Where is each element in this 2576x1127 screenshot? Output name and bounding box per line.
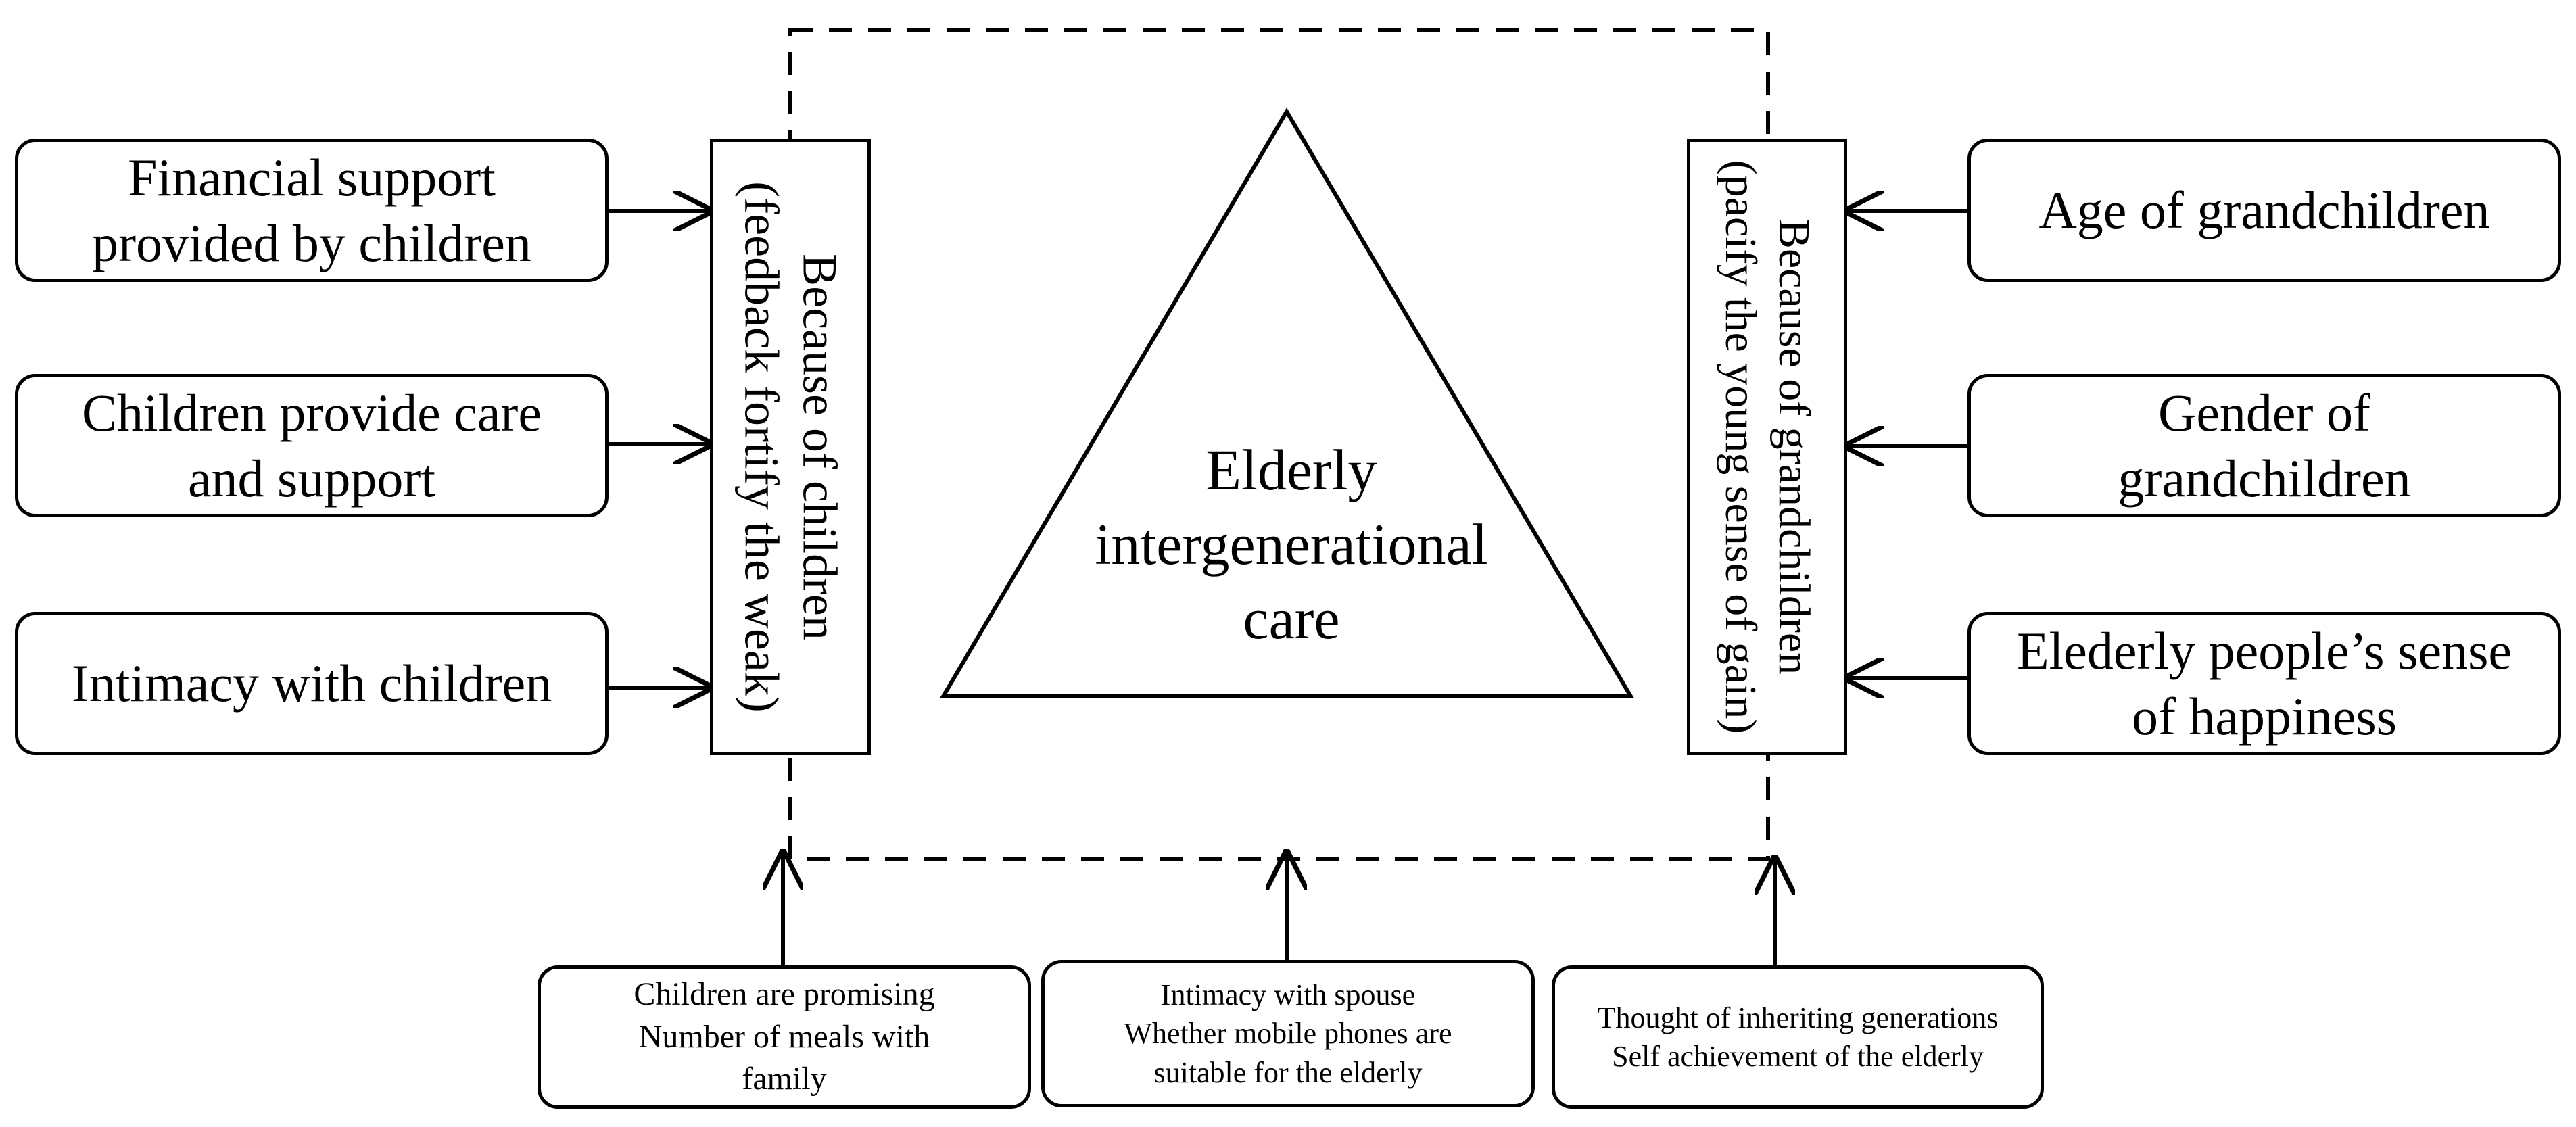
bottom-factor-spouse-phone: Intimacy with spouse Whether mobile phon…	[1041, 960, 1535, 1107]
right-factor-age: Age of grandchildren	[1967, 139, 2561, 282]
left-factor-label: Financial support provided by children	[92, 147, 531, 273]
left-factor-intimacy: Intimacy with children	[15, 612, 609, 755]
center-label: Elderly intergenerational care	[1095, 437, 1488, 652]
right-factor-happiness: Elederly people’s sense of happiness	[1967, 612, 2561, 755]
right-factor-label: Elederly people’s sense of happiness	[2016, 621, 2512, 746]
left-cause-box: Because of children (feedback fortify th…	[710, 139, 871, 755]
left-factor-label: Intimacy with children	[71, 654, 552, 713]
right-factor-label: Gender of grandchildren	[2118, 383, 2411, 508]
right-factor-gender: Gender of grandchildren	[1967, 374, 2561, 517]
bottom-factor-label: Children are promising Number of meals w…	[634, 976, 935, 1097]
bottom-factor-inheritance: Thought of inheriting generations Self a…	[1552, 965, 2044, 1109]
right-cause-box: Because of grandchildren (pacify the you…	[1687, 139, 1847, 755]
left-cause-label: Because of children (feedback fortify th…	[734, 181, 847, 713]
left-factor-financial-support: Financial support provided by children	[15, 139, 609, 282]
left-factor-label: Children provide care and support	[81, 383, 542, 508]
bottom-factor-label: Thought of inheriting generations Self a…	[1597, 1001, 1999, 1073]
center-triangle	[939, 107, 1635, 698]
right-cause-label: Because of grandchildren (pacify the you…	[1715, 160, 1819, 734]
left-factor-care-support: Children provide care and support	[15, 374, 609, 517]
right-factor-label: Age of grandchildren	[2038, 181, 2490, 240]
bottom-factor-children: Children are promising Number of meals w…	[538, 965, 1031, 1109]
bottom-factor-label: Intimacy with spouse Whether mobile phon…	[1124, 978, 1452, 1089]
